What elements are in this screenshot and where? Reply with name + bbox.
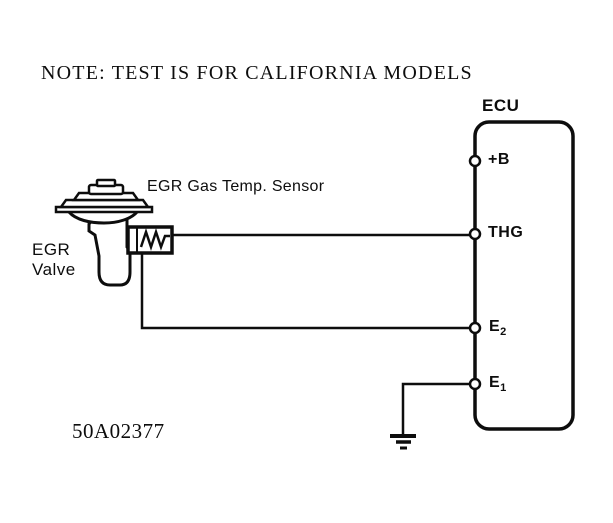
egr-valve-label: EGR Valve xyxy=(32,240,76,280)
terminal-label-e1: E1 xyxy=(489,374,507,395)
sensor-label: EGR Gas Temp. Sensor xyxy=(147,178,325,195)
ground-icon xyxy=(390,434,416,450)
note-title: NOTE: TEST IS FOR CALIFORNIA MODELS xyxy=(41,62,473,84)
egr-valve-label-line2: Valve xyxy=(32,260,76,279)
resistor-zigzag-icon xyxy=(139,228,170,251)
ecu-label: ECU xyxy=(482,96,520,115)
figure-number: 50A02377 xyxy=(72,419,165,443)
sensor-housing xyxy=(126,225,174,255)
egr-valve-drawing xyxy=(54,178,154,287)
wire-sensor-to-e2 xyxy=(140,252,475,330)
terminal-label-e2-text: E xyxy=(489,318,501,335)
ecu-box xyxy=(473,120,575,431)
egr-valve-label-line1: EGR xyxy=(32,240,71,259)
terminal-label-e2-sub: 2 xyxy=(500,326,507,339)
terminal-label-e1-text: E xyxy=(489,374,501,391)
terminal-label-e1-sub: 1 xyxy=(500,382,507,395)
terminal-label-e2: E2 xyxy=(489,318,507,339)
terminal-label-thg: THG xyxy=(488,224,523,242)
terminal-label-plus-b-text: +B xyxy=(488,151,510,168)
terminal-e1 xyxy=(468,377,482,391)
valve-cap-ridge xyxy=(95,178,117,188)
terminal-thg xyxy=(468,227,482,241)
egr-gas-temp-sensor-drawing xyxy=(126,225,174,255)
valve-body xyxy=(87,216,132,287)
terminal-label-plus-b: +B xyxy=(488,151,510,169)
terminal-e2 xyxy=(468,321,482,335)
terminal-label-thg-text: THG xyxy=(488,224,524,241)
valve-dome xyxy=(67,210,139,225)
wire-e1-to-ground xyxy=(401,382,475,434)
terminal-plus-b xyxy=(468,154,482,168)
